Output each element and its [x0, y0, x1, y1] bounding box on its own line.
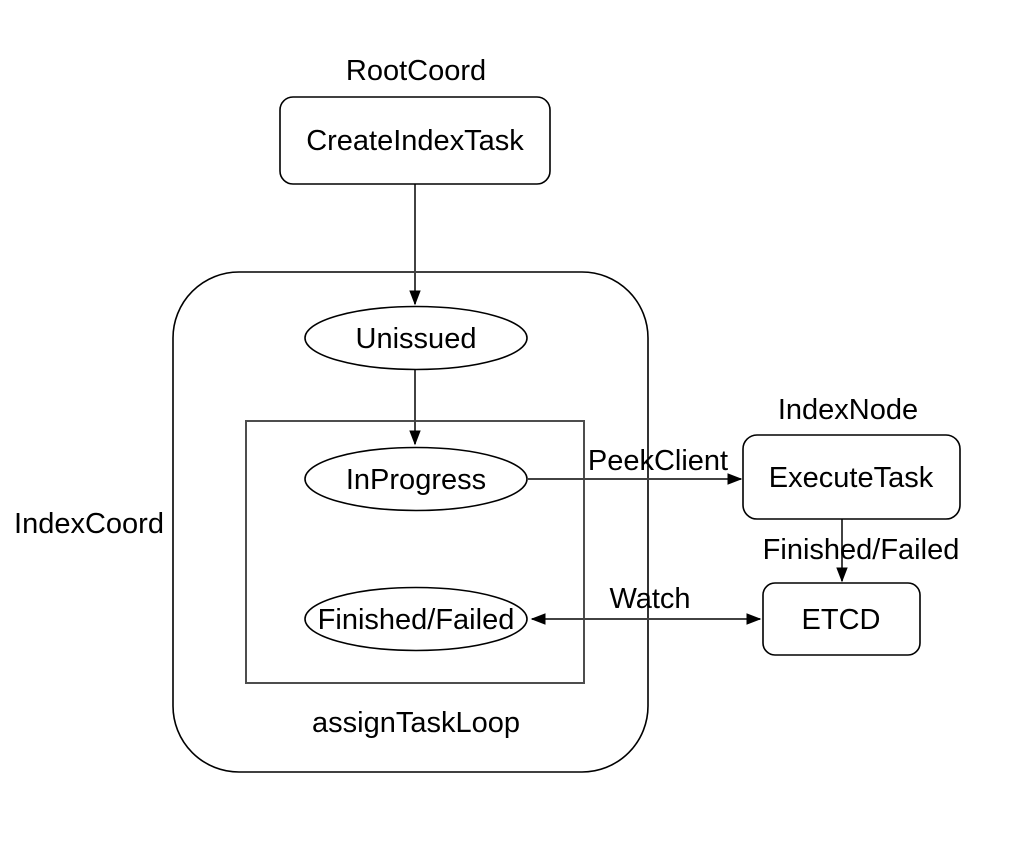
group-label-index-coord: IndexCoord	[14, 508, 164, 540]
node-execute-task-label: ExecuteTask	[769, 462, 934, 494]
node-in-progress	[304, 446, 528, 512]
node-etcd-label: ETCD	[802, 604, 881, 636]
node-unissued	[304, 305, 528, 371]
node-create-index-task	[279, 96, 551, 185]
node-execute-task	[742, 434, 961, 520]
node-in-progress-label: InProgress	[346, 464, 486, 496]
group-label-assign-task-loop: assignTaskLoop	[312, 707, 520, 739]
node-finished-failed-state	[304, 586, 528, 652]
edge-label-peek-client: PeekClient	[588, 445, 728, 477]
index-coord-container	[172, 271, 649, 773]
group-label-index-node: IndexNode	[778, 394, 918, 426]
node-create-index-task-label: CreateIndexTask	[306, 125, 524, 157]
group-label-root-coord: RootCoord	[346, 55, 486, 87]
node-unissued-label: Unissued	[356, 323, 477, 355]
edge-label-finished-failed: Finished/Failed	[763, 534, 960, 566]
edge-label-watch: Watch	[609, 583, 690, 615]
node-etcd	[762, 582, 921, 656]
node-finished-failed-state-label: Finished/Failed	[318, 604, 515, 636]
